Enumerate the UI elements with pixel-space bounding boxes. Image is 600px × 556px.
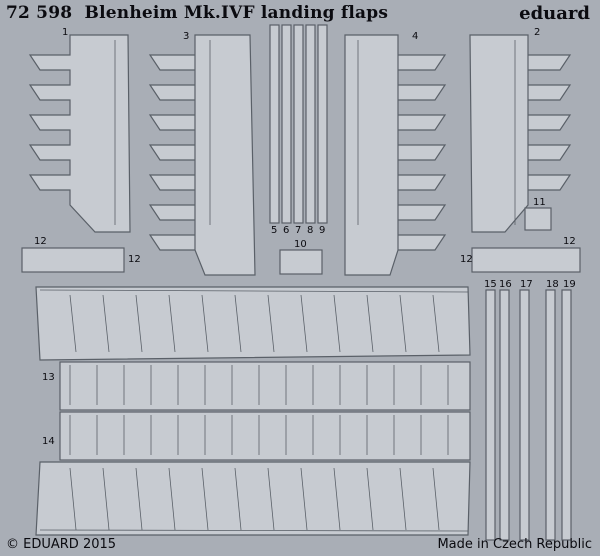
part-8 bbox=[305, 24, 316, 224]
part-2 bbox=[469, 34, 572, 233]
label-8: 8 bbox=[307, 225, 314, 236]
copyright-text: © EDUARD 2015 bbox=[6, 537, 117, 552]
part-14 bbox=[35, 461, 471, 536]
label-11: 11 bbox=[533, 197, 546, 208]
part-19 bbox=[561, 289, 572, 541]
label-13: 13 bbox=[42, 372, 55, 383]
label-19: 19 bbox=[563, 279, 576, 290]
part-3 bbox=[148, 34, 256, 276]
part-12-left bbox=[21, 247, 125, 273]
part-17 bbox=[519, 289, 530, 541]
part-5 bbox=[269, 24, 280, 224]
part-11 bbox=[524, 207, 552, 231]
label-12b: 12 bbox=[128, 254, 141, 265]
part-7 bbox=[293, 24, 304, 224]
label-10: 10 bbox=[294, 239, 307, 250]
label-7: 7 bbox=[295, 225, 302, 236]
part-10 bbox=[279, 249, 323, 275]
part-15 bbox=[485, 289, 496, 541]
part-9 bbox=[317, 24, 328, 224]
label-3: 3 bbox=[183, 31, 190, 42]
label-12c: 12 bbox=[460, 254, 473, 265]
part-18 bbox=[545, 289, 556, 541]
part-4 bbox=[344, 34, 447, 276]
part-6 bbox=[281, 24, 292, 224]
label-17: 17 bbox=[520, 279, 533, 290]
brand-logo: eduard bbox=[519, 3, 590, 24]
part-13 bbox=[35, 286, 471, 361]
origin-text: Made in Czech Republic bbox=[437, 537, 592, 552]
label-12a: 12 bbox=[34, 236, 47, 247]
label-18: 18 bbox=[546, 279, 559, 290]
part-14-ribs bbox=[59, 411, 471, 461]
set-code: 72 598 bbox=[6, 3, 73, 23]
label-4: 4 bbox=[412, 31, 419, 42]
part-12-right bbox=[471, 247, 581, 273]
part-13-ribs bbox=[59, 361, 471, 411]
label-15: 15 bbox=[484, 279, 497, 290]
fret-title: 72 598 Blenheim Mk.IVF landing flaps bbox=[6, 3, 388, 23]
label-12d: 12 bbox=[563, 236, 576, 247]
label-1: 1 bbox=[62, 27, 69, 38]
label-2: 2 bbox=[534, 27, 541, 38]
label-16: 16 bbox=[499, 279, 512, 290]
part-1 bbox=[28, 34, 131, 233]
label-14: 14 bbox=[42, 436, 55, 447]
label-5: 5 bbox=[271, 225, 278, 236]
label-6: 6 bbox=[283, 225, 290, 236]
set-name: Blenheim Mk.IVF landing flaps bbox=[84, 3, 389, 23]
part-16 bbox=[499, 289, 510, 541]
label-9: 9 bbox=[319, 225, 326, 236]
